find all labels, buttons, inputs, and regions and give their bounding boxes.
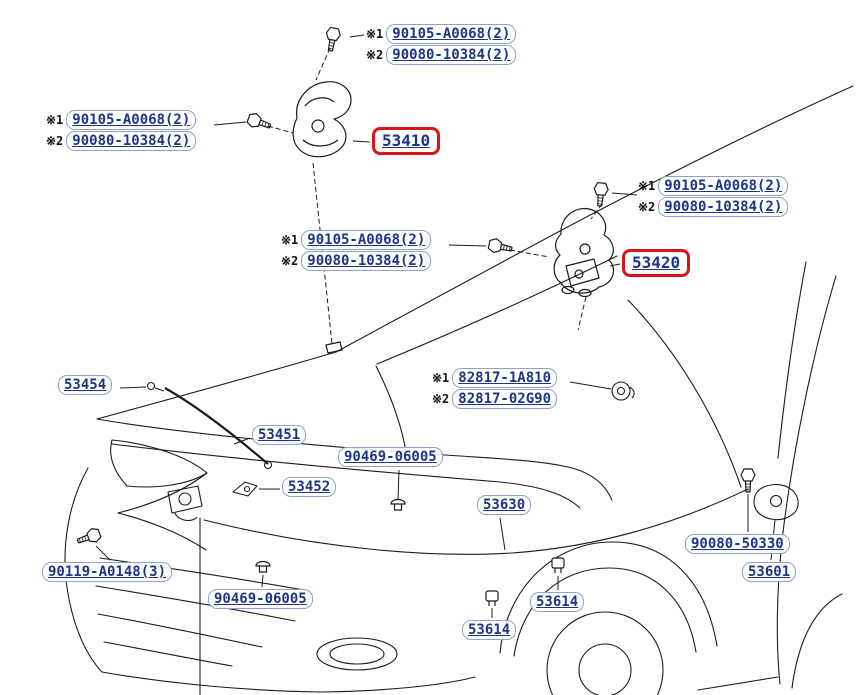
part-number-53614[interactable]: 53614 (462, 620, 517, 640)
callout-row: ※2 90080-10384(2) (638, 197, 789, 217)
part-number-90080-10384[interactable]: 90080-10384(2) (301, 251, 432, 271)
part-number-90105-A0068[interactable]: 90105-A0068(2) (66, 110, 197, 130)
ref-mark-1: ※1 (432, 371, 450, 385)
callout-row: ※1 90105-A0068(2) (281, 230, 432, 250)
part-number-53630[interactable]: 53630 (477, 495, 532, 515)
callout-hinge-lh: 53410 (372, 127, 441, 155)
callout-row: ※1 90105-A0068(2) (366, 24, 517, 44)
callout-lock-screw: 90080-50330 (685, 534, 790, 554)
callout-stay-clamp: 53452 (282, 477, 337, 497)
callout-release-cable: 53630 (477, 495, 532, 515)
callout-grommet-lower: 90469-06005 (208, 589, 313, 609)
part-number-90080-10384[interactable]: 90080-10384(2) (386, 45, 517, 65)
part-number-90469-06005[interactable]: 90469-06005 (338, 447, 443, 467)
ref-mark-2: ※2 (46, 134, 64, 148)
ref-mark-2: ※2 (638, 200, 656, 214)
part-number-90105-A0068[interactable]: 90105-A0068(2) (386, 24, 517, 44)
callout-row: ※2 90080-10384(2) (366, 45, 517, 65)
car-body-lines (64, 85, 854, 695)
part-number-90080-50330[interactable]: 90080-50330 (685, 534, 790, 554)
part-number-90080-10384[interactable]: 90080-10384(2) (66, 131, 197, 151)
callout-hinge-rh: 53420 (622, 249, 691, 277)
callout-cushion-b: 53614 (462, 620, 517, 640)
callout-row: ※2 90080-10384(2) (281, 251, 432, 271)
hood-lock-drawing (167, 485, 203, 522)
callout-row: ※1 90105-A0068(2) (46, 110, 197, 130)
hinge-rh-drawing (553, 207, 615, 298)
part-number-53452[interactable]: 53452 (282, 477, 337, 497)
part-number-82817-1A810[interactable]: 82817-1A810 (452, 368, 557, 388)
callout-row: ※1 90105-A0068(2) (638, 176, 789, 196)
callout-bolts-right: ※1 90105-A0068(2) ※2 90080-10384(2) (638, 176, 789, 217)
callout-row: ※2 90080-10384(2) (46, 131, 197, 151)
callout-stay-grommet: ※1 82817-1A810 ※2 82817-02G90 (432, 368, 557, 409)
ref-mark-1: ※1 (366, 27, 384, 41)
part-number-82817-02G90[interactable]: 82817-02G90 (452, 389, 557, 409)
ref-mark-2: ※2 (281, 254, 299, 268)
callout-bolts-left: ※1 90105-A0068(2) ※2 90080-10384(2) (46, 110, 197, 151)
part-number-53410[interactable]: 53410 (372, 127, 441, 155)
leader-lines (95, 34, 776, 618)
ref-mark-1: ※1 (281, 233, 299, 247)
callout-cushion-a: 53614 (530, 592, 585, 612)
part-number-53454[interactable]: 53454 (58, 375, 113, 395)
callout-row: ※2 82817-02G90 (432, 389, 557, 409)
dashed-assembly-lines (267, 47, 603, 345)
callout-hood-stay: 53451 (252, 425, 307, 445)
ref-mark-1: ※1 (46, 113, 64, 127)
small-parts-drawings (74, 26, 799, 607)
part-number-53614[interactable]: 53614 (530, 592, 585, 612)
hinge-lh-drawing (292, 81, 352, 354)
part-number-53601[interactable]: 53601 (742, 562, 797, 582)
callout-bumper-bolt: 90119-A0148(3) (42, 562, 173, 582)
callout-hood-lock: 53601 (742, 562, 797, 582)
part-number-90105-A0068[interactable]: 90105-A0068(2) (301, 230, 432, 250)
callout-bolts-mid: ※1 90105-A0068(2) ※2 90080-10384(2) (281, 230, 432, 271)
part-number-53451[interactable]: 53451 (252, 425, 307, 445)
callout-stay-holder: 53454 (58, 375, 113, 395)
part-number-90469-06005[interactable]: 90469-06005 (208, 589, 313, 609)
ref-mark-1: ※1 (638, 179, 656, 193)
ref-mark-2: ※2 (432, 392, 450, 406)
callout-bolts-top: ※1 90105-A0068(2) ※2 90080-10384(2) (366, 24, 517, 65)
part-number-90105-A0068[interactable]: 90105-A0068(2) (658, 176, 789, 196)
callout-row: ※1 82817-1A810 (432, 368, 557, 388)
part-number-90119-A0148[interactable]: 90119-A0148(3) (42, 562, 173, 582)
part-number-53420[interactable]: 53420 (622, 249, 691, 277)
part-number-90080-10384[interactable]: 90080-10384(2) (658, 197, 789, 217)
ref-mark-2: ※2 (366, 48, 384, 62)
callout-grommet-upper: 90469-06005 (338, 447, 443, 467)
